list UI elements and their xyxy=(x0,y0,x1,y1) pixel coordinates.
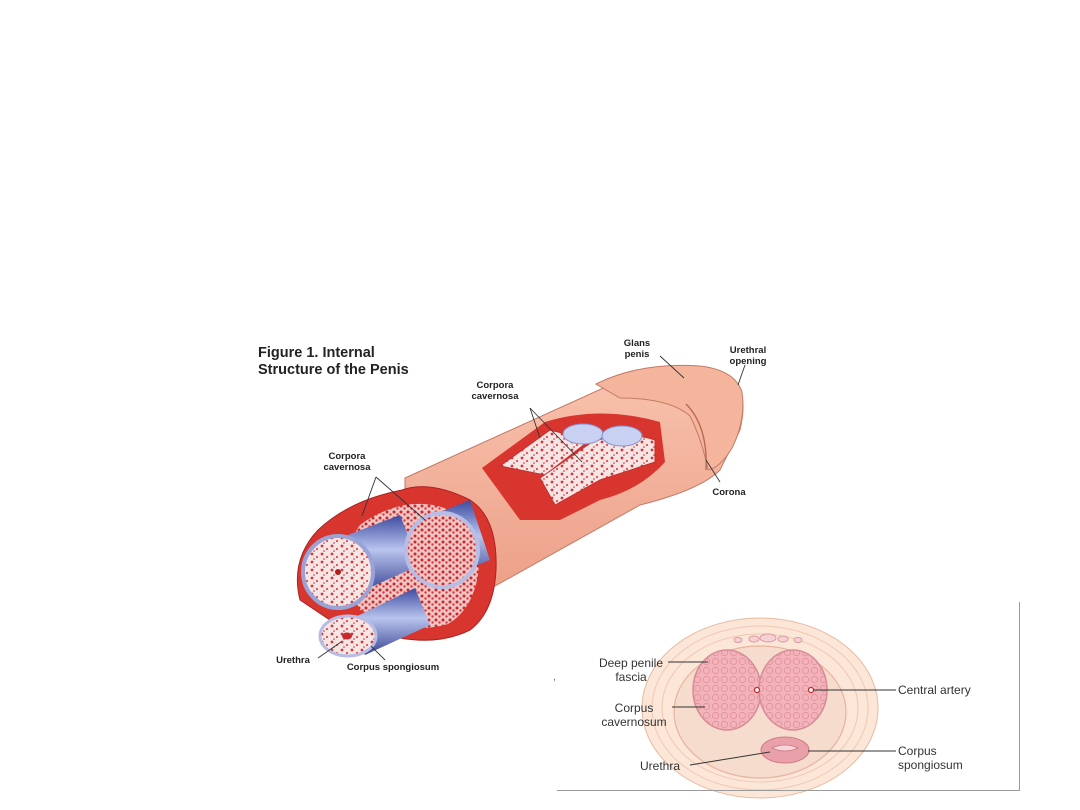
figure1-title: Figure 1. Internal Structure of the Peni… xyxy=(258,345,458,379)
right-cavernosum-section xyxy=(404,511,480,589)
corona-ridge xyxy=(685,403,707,471)
left-central-artery xyxy=(753,686,761,694)
svg-text:,: , xyxy=(553,672,556,683)
corpora-top-cap-left xyxy=(562,423,604,445)
label-corona: Corona xyxy=(712,487,746,498)
figure2-cross-section xyxy=(641,617,896,799)
figure1-title-line2: Structure of the Penis xyxy=(258,362,409,378)
label-urethra: Urethra xyxy=(276,655,310,666)
glans xyxy=(594,364,744,471)
urethra-lumen xyxy=(342,632,352,640)
label-urethra-2: Urethra xyxy=(640,759,681,773)
label-central-artery: Central artery xyxy=(898,683,971,697)
figure2-panel xyxy=(557,602,1020,791)
figure1-title-line1: Figure 1. Internal xyxy=(258,345,375,361)
label-corpus-spongiosum: Corpus spongiosum xyxy=(346,662,440,673)
corpora-top-cap-right xyxy=(601,425,643,447)
